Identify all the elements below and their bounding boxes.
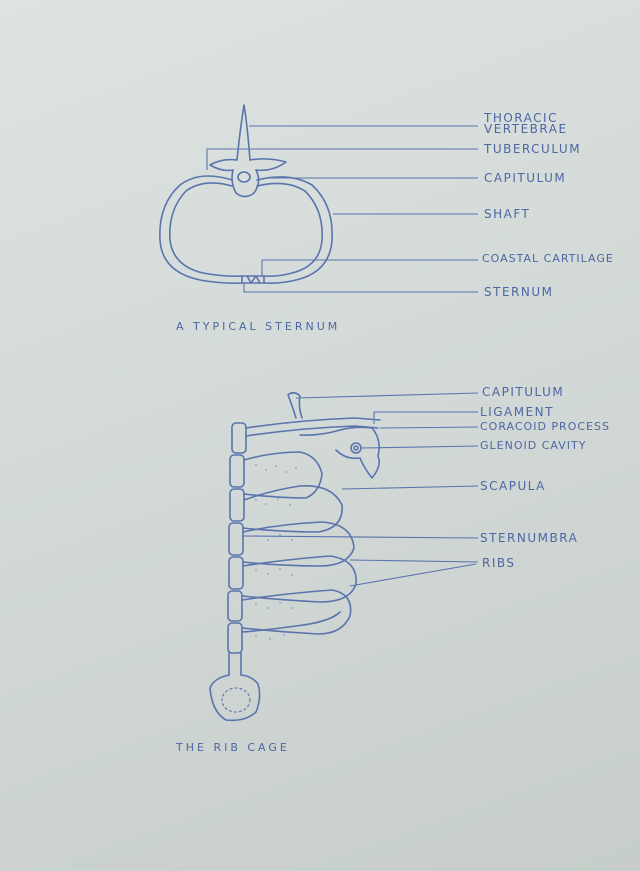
vertebra-transverse-process-left bbox=[209, 158, 238, 172]
label-scapula: SCAPULA bbox=[480, 479, 546, 493]
label-ribs: RIBS bbox=[482, 556, 516, 570]
sternebra-7 bbox=[227, 622, 243, 654]
sternebra-3 bbox=[229, 488, 245, 522]
label-coracoid-process: CORACOID PROCESS bbox=[480, 420, 610, 433]
rib-left-inner bbox=[169, 182, 243, 277]
leader-sternum bbox=[243, 283, 478, 293]
leader-sternumbra bbox=[241, 535, 479, 539]
label-coastal-cartilage: COASTAL CARTILAGE bbox=[482, 252, 614, 265]
leader-scapula bbox=[341, 485, 479, 490]
label-capitulum-top: CAPITULUM bbox=[484, 171, 567, 185]
xiphisternum-stem bbox=[228, 652, 242, 676]
rib-right-inner bbox=[256, 182, 323, 277]
sternebra-1 bbox=[231, 422, 247, 454]
sternebra-6 bbox=[227, 590, 243, 622]
rib-4 bbox=[242, 521, 355, 567]
rib-capitulum-head bbox=[287, 391, 303, 419]
vertebra-centrum bbox=[231, 169, 260, 198]
glenoid-cavity-outer bbox=[350, 442, 362, 454]
glenoid-cavity-inner bbox=[353, 445, 359, 451]
xiphisternum-texture bbox=[221, 687, 251, 713]
rib-2 bbox=[243, 451, 323, 499]
caption-rib-cage: THE RIB CAGE bbox=[176, 741, 290, 754]
sternum-diagram bbox=[159, 104, 478, 293]
rib-5 bbox=[241, 555, 357, 603]
rib-cage-diagram bbox=[209, 391, 479, 722]
rib-right-outer bbox=[256, 176, 333, 284]
rib-7 bbox=[241, 611, 341, 633]
sternum-block bbox=[241, 275, 265, 284]
rib-3 bbox=[242, 485, 343, 533]
label-glenoid-cavity: GLENOID CAVITY bbox=[480, 439, 587, 452]
leader-rib-capitulum bbox=[295, 392, 479, 399]
caption-typical-sternum: A TYPICAL STERNUM bbox=[176, 320, 341, 333]
scapula-outline bbox=[299, 426, 380, 479]
leader-coracoid-process bbox=[379, 426, 479, 429]
rib-6 bbox=[241, 589, 352, 635]
neural-canal bbox=[237, 171, 251, 183]
leader-glenoid-cavity bbox=[360, 445, 479, 449]
vertebra-spine bbox=[236, 104, 251, 161]
leader-tuberculum bbox=[206, 148, 478, 170]
label-tuberculum: TUBERCULUM bbox=[484, 142, 582, 156]
label-shaft: SHAFT bbox=[484, 207, 531, 221]
leader-coastal-cartilage bbox=[261, 259, 478, 276]
sternebra-2 bbox=[229, 454, 245, 488]
label-thoracic-vertebrae: THORACIC VERTEBRAE bbox=[484, 111, 568, 136]
label-ligament: LIGAMENT bbox=[480, 405, 554, 419]
leader-ribs bbox=[349, 559, 479, 587]
label-sternumbra: STERNUMBRA bbox=[480, 531, 579, 545]
rib-left-outer bbox=[159, 175, 243, 284]
leader-ligament bbox=[373, 411, 478, 424]
label-capitulum-bottom: CAPITULUM bbox=[482, 385, 565, 399]
sternebra-5 bbox=[228, 556, 244, 590]
vertebra-transverse-process-right bbox=[249, 158, 287, 172]
label-sternum: STERNUM bbox=[484, 285, 554, 299]
xiphisternum-plate bbox=[209, 674, 261, 722]
sternebra-4 bbox=[228, 522, 244, 556]
rib-1 bbox=[245, 417, 381, 437]
